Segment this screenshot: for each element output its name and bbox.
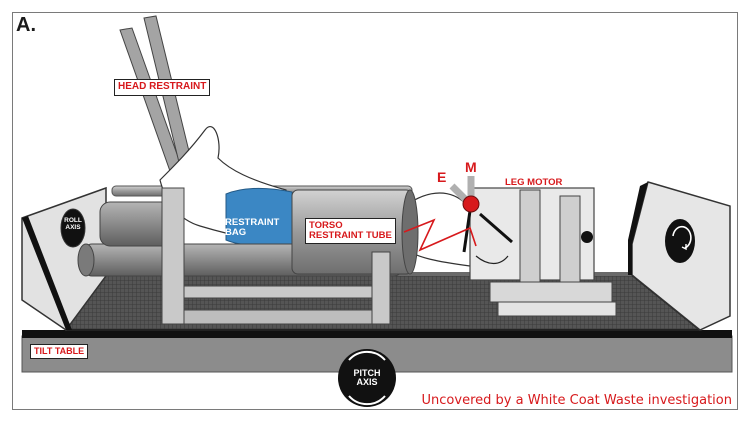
torso-label-line2: RESTRAINT TUBE [309,229,392,241]
pitch-axis-label: PITCH AXIS [345,368,389,388]
roll-axis-line2: AXIS [65,223,81,231]
restraint-bag-label: RESTRAINT BAG [225,218,279,238]
pitch-axis-line1: PITCH [353,368,381,378]
pitch-axis-line2: AXIS [356,377,378,388]
m-marker-label: M [465,159,477,175]
torso-label-line1: TORSO [309,220,343,231]
motion-arc [475,255,509,265]
restraint-bag-label-line1: RESTRAINT [225,217,280,228]
pitch-axis-disc [338,349,396,407]
panel-letter: A. [16,14,36,36]
em-rods [449,176,513,253]
torso-restraint-tube-label: TORSO RESTRAINT TUBE [305,218,396,244]
head-restraint-label: HEAD RESTRAINT [114,79,211,96]
roll-axis-line1: ROLL [64,217,82,224]
e-marker-label: E [437,169,447,185]
tilt-table-label: TILT TABLE [30,344,89,360]
roll-axis-label: ROLL AXIS [62,217,84,232]
right-plate-edge [628,182,648,275]
electrode-wire [403,218,477,252]
roll-axis-disc [60,208,86,248]
restraint-bag-label-line2: BAG [225,226,247,238]
leg-motor-assembly [469,187,617,317]
support-frame [161,187,391,325]
left-plate-edge [22,216,72,330]
credit-line: Uncovered by a White Coat Waste investig… [421,393,732,408]
tilt-table-top-edge [22,330,732,338]
rotation-disc [665,219,695,263]
leg-motor-label: LEG MOTOR [505,177,563,188]
